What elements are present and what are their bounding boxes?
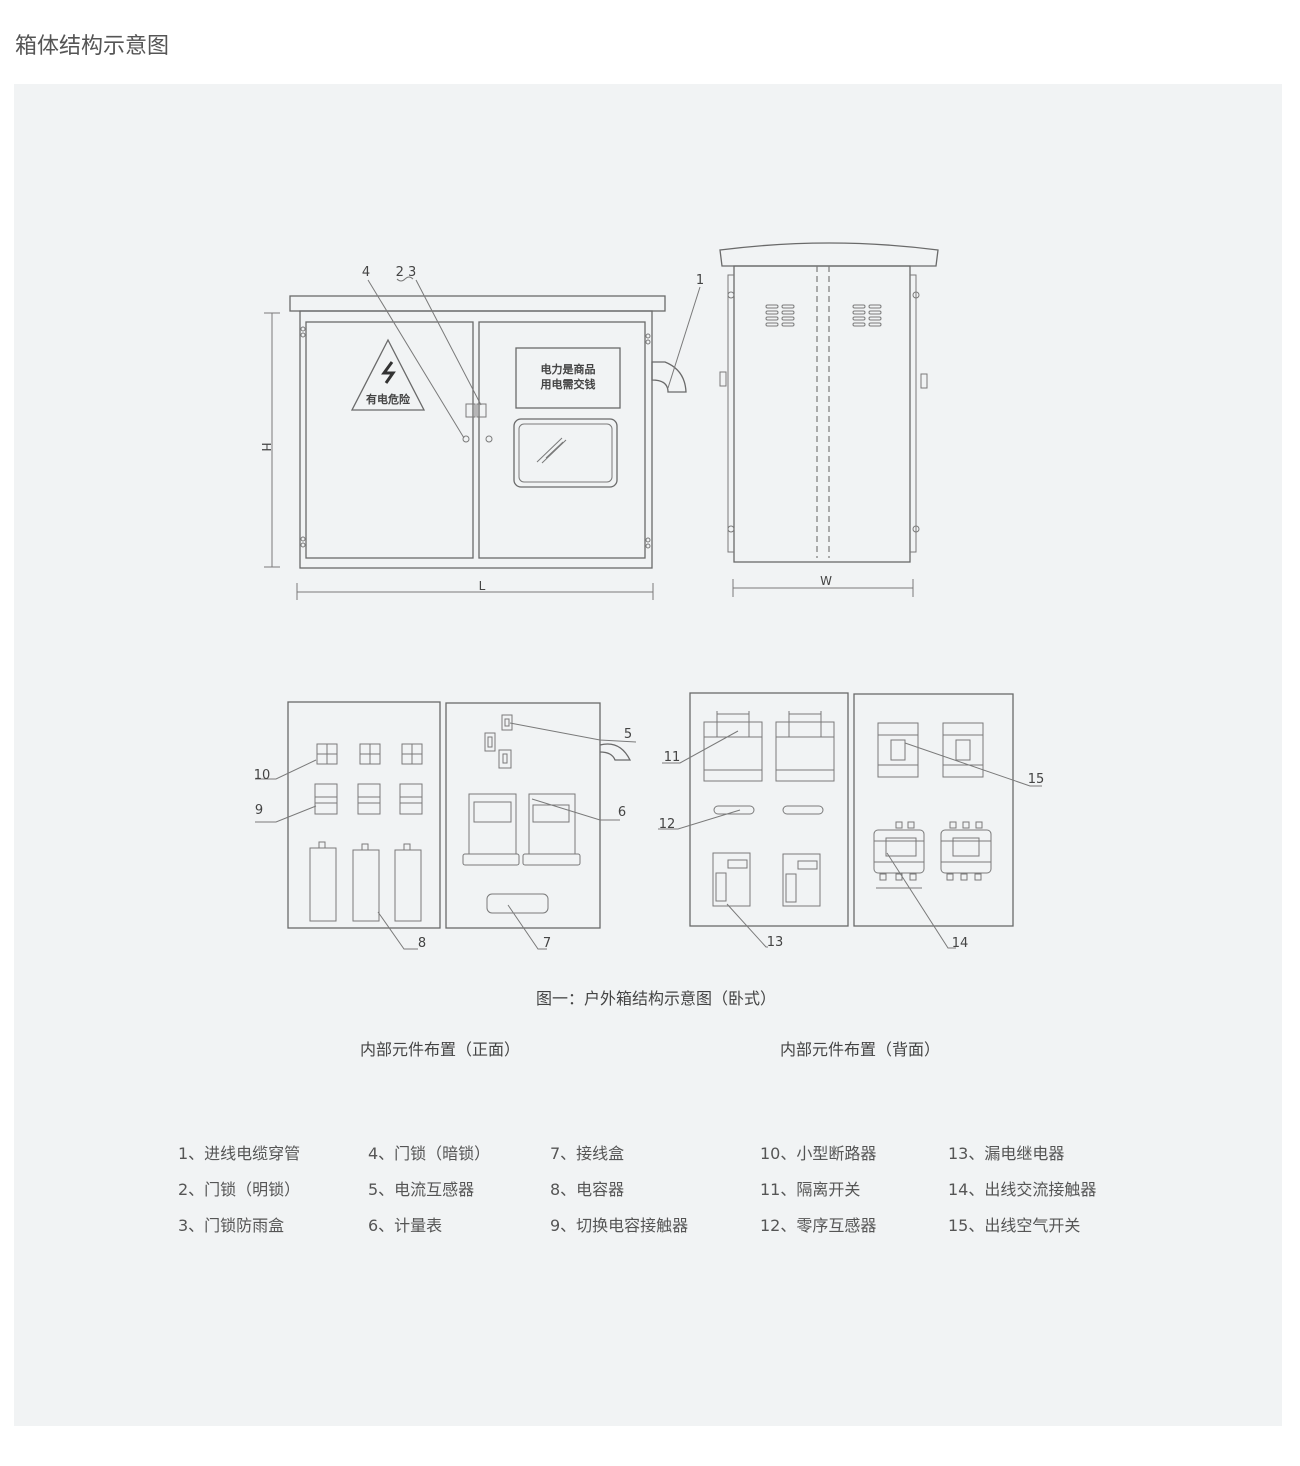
roof <box>289 295 666 312</box>
hidden-lock-icon <box>462 435 470 443</box>
legend-item: 2、门锁（明锁） <box>178 1180 301 1199</box>
contactor-icons <box>314 783 423 815</box>
height-dimension: H <box>259 442 273 451</box>
side-view: W <box>719 242 939 597</box>
isolator-icons <box>703 711 835 782</box>
callout-12: 12 <box>659 817 676 832</box>
right-door <box>478 321 646 559</box>
legend-item: 4、门锁（暗锁） <box>368 1144 491 1163</box>
legend-item: 11、隔离开关 <box>760 1180 861 1199</box>
cabinet-body <box>299 310 653 569</box>
front-layout: 10 9 8 7 6 5 <box>254 701 637 951</box>
callout-9: 9 <box>255 803 263 818</box>
meter-icons <box>462 793 581 866</box>
breaker-icons <box>316 743 423 765</box>
legend-item: 13、漏电继电器 <box>948 1144 1065 1163</box>
callout-6: 6 <box>618 805 626 820</box>
vent-icons <box>765 304 882 327</box>
warning-triangle-icon <box>350 338 426 411</box>
padlock-box <box>465 403 476 418</box>
legend-item: 8、电容器 <box>550 1180 625 1199</box>
callout-13: 13 <box>767 935 784 950</box>
cable-conduit <box>651 361 687 393</box>
legend-item: 1、进线电缆穿管 <box>178 1144 301 1163</box>
legend-item: 14、出线交流接触器 <box>948 1180 1097 1199</box>
capacitor-icons <box>309 841 422 922</box>
callout-10: 10 <box>254 768 271 783</box>
side-roof <box>719 242 939 267</box>
left-door <box>305 321 474 559</box>
ac-contactor-icons <box>873 821 992 889</box>
legend-item: 6、计量表 <box>368 1216 443 1235</box>
front-layout-caption: 内部元件布置（正面） <box>360 1040 521 1059</box>
leakage-relay-icons <box>712 852 821 907</box>
callout-2-3: 2 3 <box>396 265 417 280</box>
length-dimension: L <box>479 579 486 593</box>
legend-item: 3、门锁防雨盒 <box>178 1216 285 1235</box>
callout-15: 15 <box>1028 772 1045 787</box>
junction-box <box>486 893 549 914</box>
figure-caption: 图一：户外箱结构示意图（卧式） <box>536 989 777 1008</box>
callout-14: 14 <box>952 936 969 951</box>
page-title: 箱体结构示意图 <box>15 34 170 59</box>
legend-item: 7、接线盒 <box>550 1144 625 1163</box>
legend-item: 15、出线空气开关 <box>948 1216 1081 1235</box>
legend-item: 5、电流互感器 <box>368 1180 475 1199</box>
back-layout: 11 12 13 14 15 <box>658 692 1045 951</box>
notice-line-1: 电力是商品 <box>541 362 596 376</box>
callout-8: 8 <box>418 936 426 951</box>
callout-5: 5 <box>624 727 632 742</box>
zero-sequence-ct-icons <box>713 805 824 815</box>
callout-7: 7 <box>543 936 551 951</box>
back-layout-caption: 内部元件布置（背面） <box>780 1040 941 1059</box>
diagram-panel <box>14 84 1282 1426</box>
front-view: 有电危险 电力是商品 用电需交钱 H L 4 2 3 1 <box>259 265 704 600</box>
air-switch-icons <box>877 722 984 778</box>
side-body <box>733 265 911 563</box>
width-dimension: W <box>820 574 832 588</box>
callout-4: 4 <box>362 265 370 280</box>
legend-item: 10、小型断路器 <box>760 1144 877 1163</box>
legend-item: 9、切换电容接触器 <box>550 1216 689 1235</box>
notice-plate <box>515 347 621 409</box>
meter-window <box>513 418 618 488</box>
callout-11: 11 <box>664 750 681 765</box>
warning-text: 有电危险 <box>366 392 411 406</box>
lightning-icon <box>381 361 396 384</box>
legend-item: 12、零序互感器 <box>760 1216 877 1235</box>
current-transformer-icons <box>484 714 513 769</box>
callout-1: 1 <box>696 273 704 288</box>
hinge-icons <box>300 326 651 549</box>
notice-line-2: 用电需交钱 <box>541 377 596 391</box>
